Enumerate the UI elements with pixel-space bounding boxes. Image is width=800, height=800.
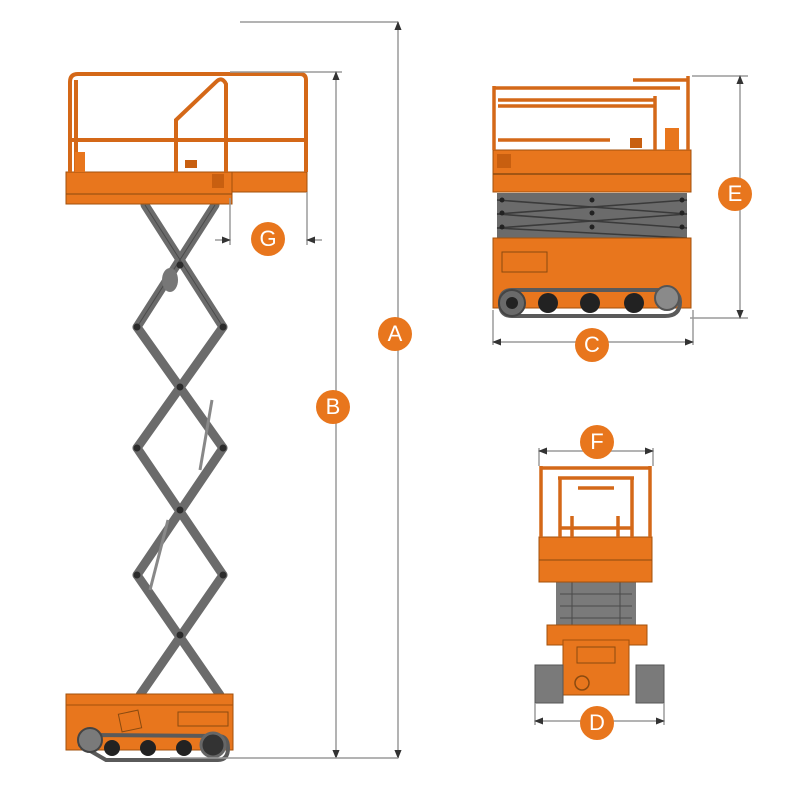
dimension-badge-b: B	[316, 390, 350, 424]
stowed-lift-end-view	[534, 447, 665, 725]
left-track	[534, 664, 564, 704]
dimension-lines	[170, 21, 402, 759]
guardrail	[68, 72, 308, 172]
dimension-badge-a: A	[378, 317, 412, 351]
stowed-lift-side-view	[492, 75, 748, 346]
dimension-badge-e: E	[718, 177, 752, 211]
scissor-arms	[132, 200, 228, 700]
dimension-badge-d: D	[580, 706, 614, 740]
right-track	[635, 664, 665, 704]
stowed-guardrail	[492, 76, 690, 150]
track-wheels	[77, 727, 227, 759]
dimension-badge-f: F	[580, 425, 614, 459]
scissor-pivots	[133, 261, 227, 639]
dimension-badge-c: C	[575, 328, 609, 362]
raised-lift-side-view	[65, 21, 402, 762]
dimension-badge-g: G	[251, 222, 285, 256]
